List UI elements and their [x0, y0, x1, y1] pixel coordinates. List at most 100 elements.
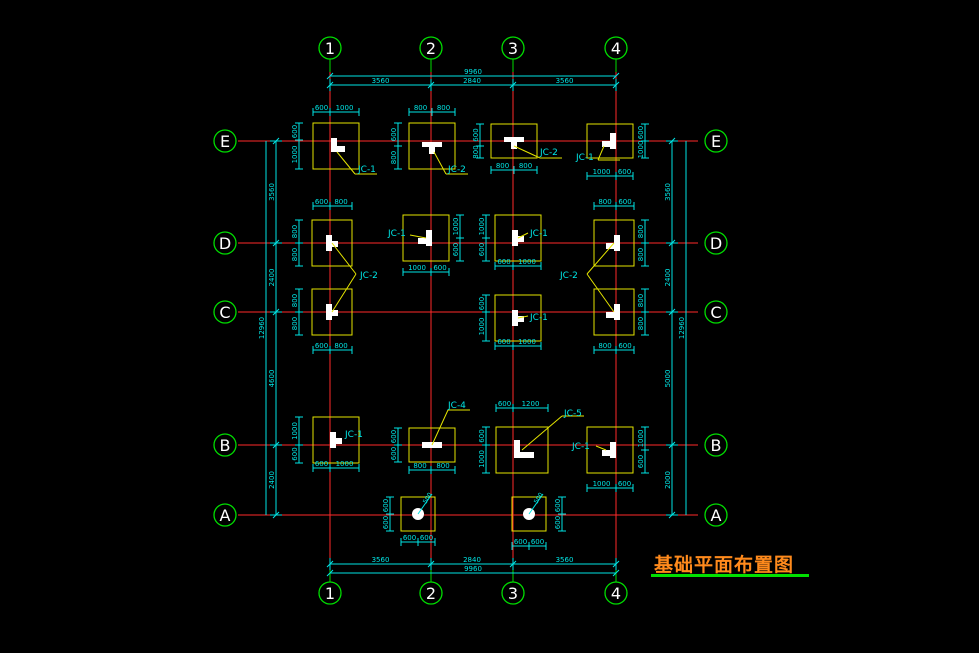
axis-bubble-left-1: D — [219, 234, 231, 253]
dim-C4-bottom-a: 800 — [598, 342, 611, 350]
dim-A2-left-b: 600 — [382, 516, 390, 529]
label-jc2-C1-leader-b — [331, 273, 357, 313]
footing-A2 — [400, 496, 436, 532]
dim-B3-left-a: 600 — [478, 429, 486, 442]
dim-A3-right-a: 600 — [554, 499, 562, 512]
left-dim-seg-2: 4600 — [268, 370, 276, 388]
label-jc2-C4-leader-b — [586, 273, 615, 313]
bottom-dim-seg-2: 3560 — [556, 556, 574, 564]
drawing-title: 基础平面布置图 — [654, 554, 795, 576]
dim-D2-right-a: 1000 — [452, 218, 460, 236]
axis-bubble-bottom-0: 1 — [325, 584, 335, 603]
label-jc1-C3: JC-1 — [529, 313, 548, 323]
left-dim-tick-3 — [272, 441, 280, 449]
axis-bubble-left-2-circle — [213, 300, 237, 324]
dim-E4-bottom-a: 1000 — [593, 168, 611, 176]
axis-bubble-right-0: E — [711, 132, 721, 151]
top-dim-total: 9960 — [464, 68, 482, 76]
axis-bubble-right-0-circle — [704, 129, 728, 153]
footing-E2-column-v — [429, 142, 435, 154]
dim-E3-left-b: 800 — [472, 145, 480, 158]
dim-D3-left-b: 600 — [478, 243, 486, 256]
top-dim-seg-0: 3560 — [372, 77, 390, 85]
dim-C4-right-b: 800 — [637, 317, 645, 330]
left-dim-tick-1 — [272, 239, 280, 247]
axis-bubble-top-1: 2 — [426, 39, 436, 58]
axis-bubble-bottom-3: 4 — [611, 584, 621, 603]
footing-E4-column-h — [602, 141, 616, 147]
dim-B4-bottom-a: 1000 — [593, 480, 611, 488]
footing-C4 — [593, 288, 635, 336]
axis-bubble-bottom-2: 3 — [508, 584, 518, 603]
dim-B1-bottom-a: 600 — [315, 460, 328, 468]
dim-B2-left-a: 600 — [390, 430, 398, 443]
axis-bubble-right-1: D — [710, 234, 722, 253]
dim-A3-bottom-b: 600 — [531, 538, 544, 546]
top-dim-seg-1: 2840 — [463, 77, 481, 85]
label-jc4-B2-leader — [431, 409, 449, 446]
footing-B1-column-h — [330, 438, 342, 444]
dim-A2-bottom-a: 600 — [403, 534, 416, 542]
label-jc1-D3: JC-1 — [529, 229, 548, 239]
label-jc1-E1: JC-1 — [357, 165, 376, 175]
dim-A2-dia-leader — [417, 493, 433, 515]
right-dim-seg-1: 2400 — [664, 269, 672, 287]
dim-D3-bottom-a: 600 — [497, 258, 510, 266]
axis-bubble-right-2: C — [710, 303, 721, 322]
axis-bubble-right-1-circle — [704, 231, 728, 255]
dim-C3-bottom-a: 600 — [497, 338, 510, 346]
dim-E3-bottom-a: 800 — [496, 162, 509, 170]
dim-C1-bottom-b: 800 — [334, 342, 347, 350]
dim-E2-top-a: 800 — [414, 104, 427, 112]
footing-E1-column-h — [331, 146, 345, 152]
label-jc1-E1-leader — [336, 151, 356, 175]
right-dim-tick-2 — [668, 308, 676, 316]
footing-B3-column-h — [514, 452, 534, 458]
label-jc1-B1: JC-1 — [344, 430, 363, 440]
axis-bubble-top-3: 4 — [611, 39, 621, 58]
dim-C4-bottom-b: 600 — [618, 342, 631, 350]
label-jc2-E2: JC-2 — [447, 165, 466, 175]
left-dim-tick-2 — [272, 308, 280, 316]
footing-C1 — [311, 288, 353, 336]
bottom-dim-total: 9960 — [464, 565, 482, 573]
footing-D2 — [402, 214, 450, 262]
bottom-dim-tick-0 — [326, 560, 334, 568]
dim-D4-right-a: 800 — [637, 225, 645, 238]
axis-bubble-top-0: 1 — [325, 39, 335, 58]
label-jc1-D3-leader — [517, 232, 529, 239]
dim-A3-dia: 500 — [533, 491, 545, 505]
dim-C1-bottom-a: 600 — [315, 342, 328, 350]
axis-bubble-left-3: B — [220, 436, 231, 455]
footing-E1-column-v — [331, 138, 337, 152]
dim-A2-dia: 500 — [422, 491, 434, 505]
dim-E1-left-b: 1000 — [291, 146, 299, 164]
dim-C3-bottom-b: 1000 — [518, 338, 536, 346]
label-jc1-E4: JC-1 — [575, 153, 594, 163]
axis-bubble-left-2: C — [219, 303, 230, 322]
left-dim-tick-4 — [272, 511, 280, 519]
dim-D1-top-b: 800 — [334, 198, 347, 206]
dim-A3-dia-leader — [528, 493, 544, 515]
top-dim-tick-3 — [612, 81, 620, 89]
left-dim-seg-0: 3560 — [268, 183, 276, 201]
footing-B3-column-v — [514, 440, 520, 458]
dim-B2-bottom-b: 800 — [436, 462, 449, 470]
bottom-dim-tick-2 — [509, 560, 517, 568]
label-jc1-E4-leader — [597, 145, 605, 161]
label-jc1-B4: JC-1 — [571, 442, 590, 452]
dim-E3-bottom-b: 800 — [519, 162, 532, 170]
axis-bubble-right-3-circle — [704, 433, 728, 457]
top-dim-total-tick-a — [326, 72, 334, 80]
dim-E4-right-b: 1000 — [637, 141, 645, 159]
top-dim-seg-2: 3560 — [556, 77, 574, 85]
footing-B4-column-h — [602, 450, 616, 456]
dim-E2-top-b: 800 — [437, 104, 450, 112]
footing-B2 — [408, 427, 456, 463]
label-jc2-E3-leader — [513, 145, 541, 159]
right-dim-tick-0 — [668, 137, 676, 145]
label-jc5-B3-leader — [521, 415, 563, 451]
footing-D1-column-h — [326, 241, 338, 247]
dim-E4-bottom-b: 600 — [618, 168, 631, 176]
